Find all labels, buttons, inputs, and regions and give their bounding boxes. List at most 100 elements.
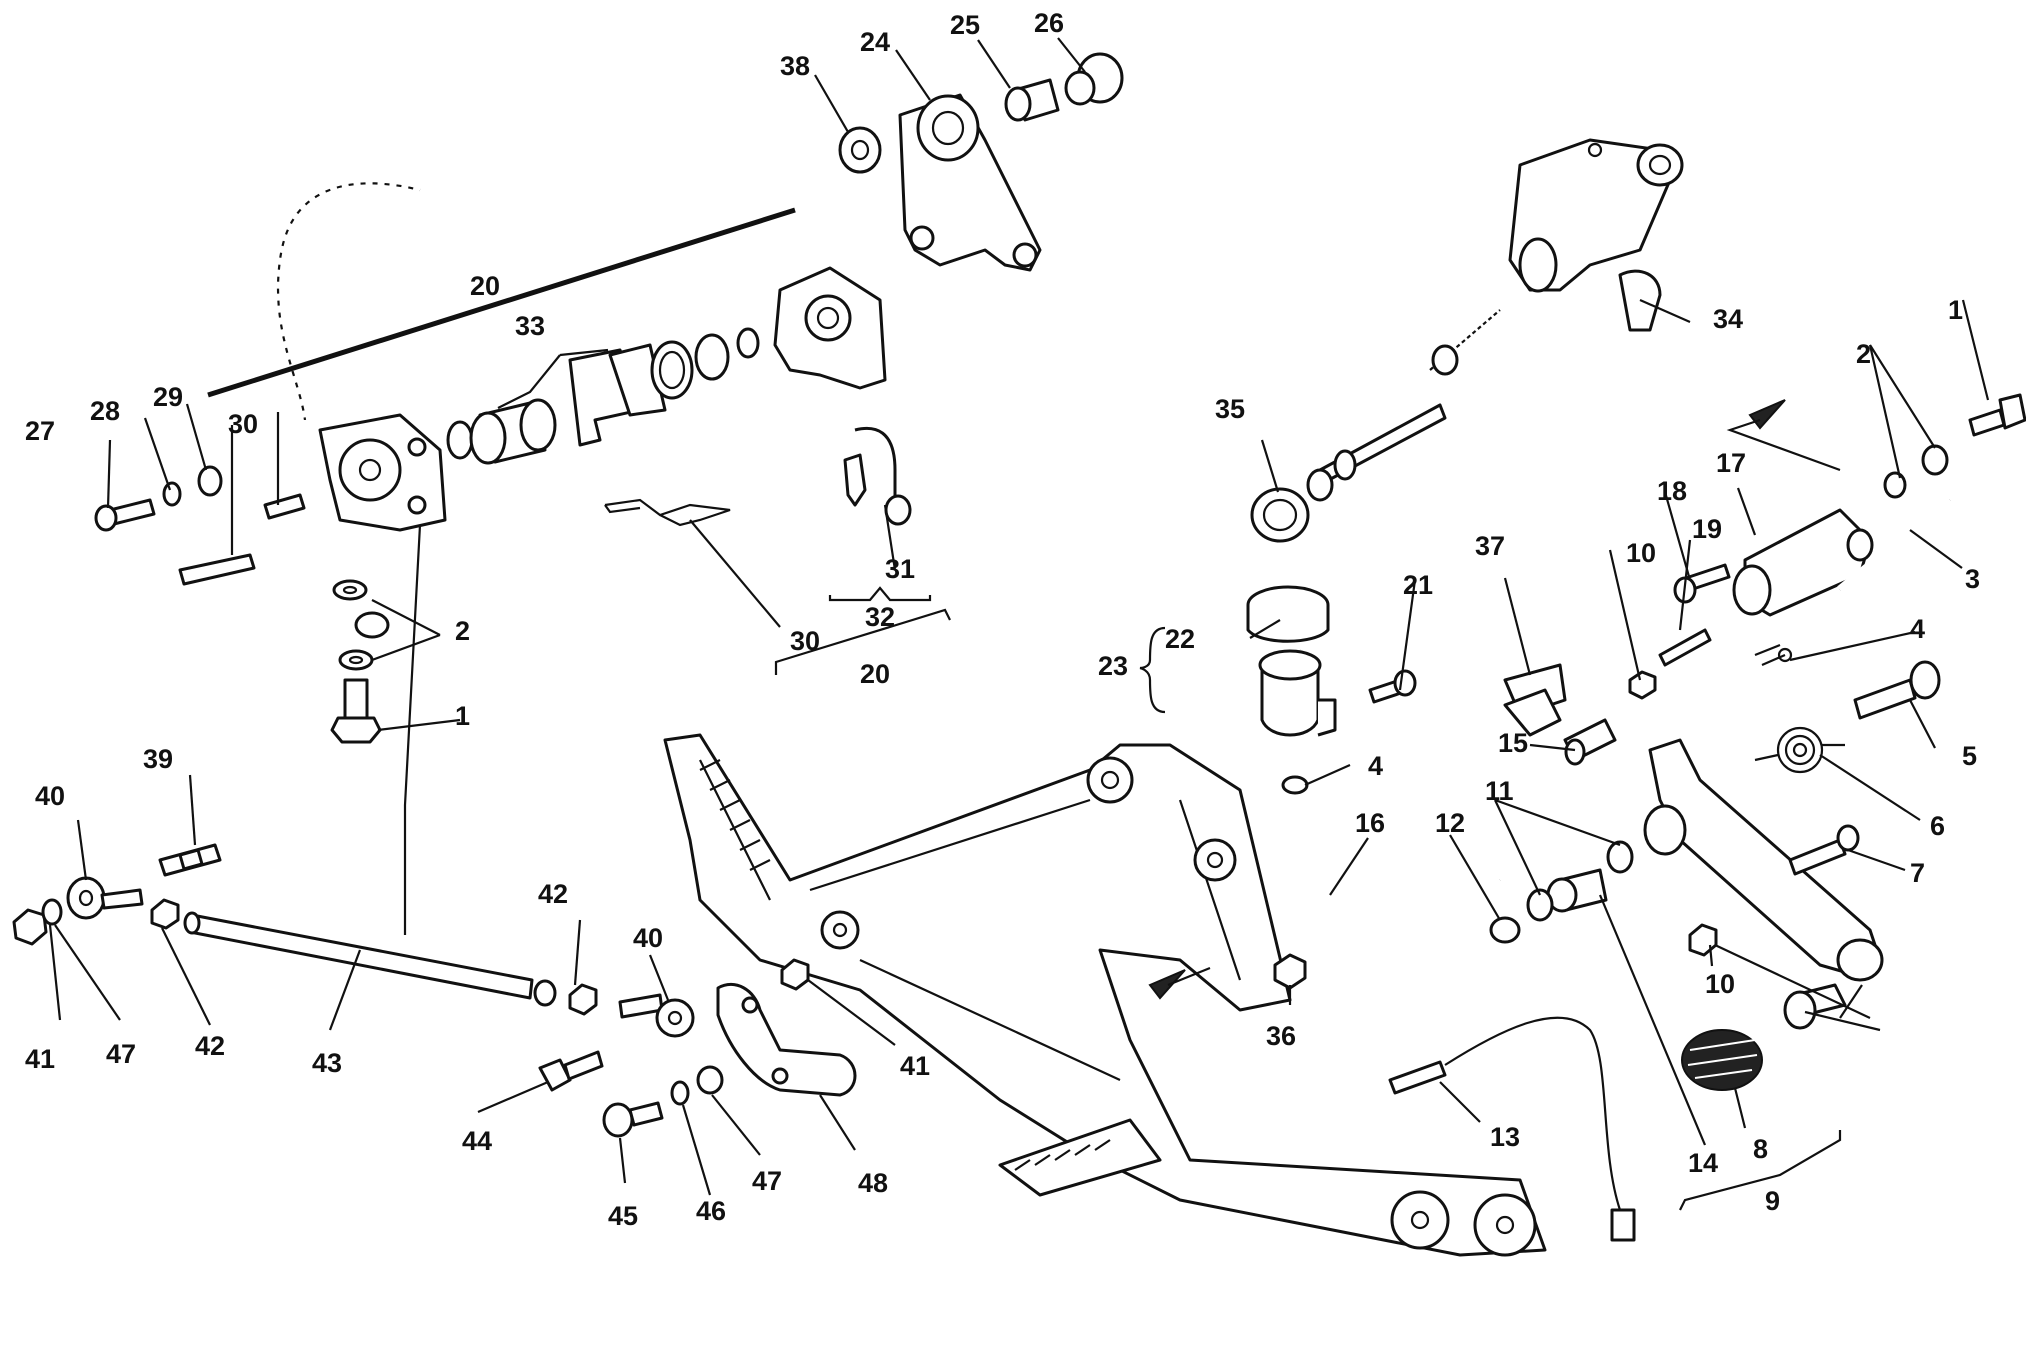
footrest-bracket — [663, 733, 1547, 1257]
callout-label: 14 — [1688, 1148, 1718, 1178]
brake-hose — [268, 174, 1302, 652]
nut-42-left — [150, 898, 180, 930]
callout-label: 40 — [35, 781, 65, 811]
pushrod-19 — [1658, 628, 1712, 667]
callout-label: 10 — [1705, 969, 1735, 999]
washer-28 — [162, 481, 182, 507]
callout-label: 38 — [780, 51, 810, 81]
callout-label: 22 — [1165, 624, 1195, 654]
caliper-carrier — [773, 266, 887, 390]
callout-label: 4 — [1910, 614, 1925, 644]
callout-label: 42 — [195, 1031, 225, 1061]
clamp-4-right — [1754, 643, 1793, 667]
reservoir-cap-22 — [1246, 585, 1330, 643]
callout-label: 41 — [900, 1051, 930, 1081]
callout-label: 5 — [1962, 741, 1977, 771]
brake-light-switch-13 — [1388, 1016, 1636, 1242]
callout-label: 32 — [865, 602, 895, 632]
pad-spring-30 — [604, 498, 731, 527]
washer-29 — [197, 465, 223, 497]
callout-label: 33 — [515, 311, 545, 341]
washer-12 — [1489, 916, 1521, 944]
callout-label: 45 — [608, 1201, 638, 1231]
bolt-44 — [538, 1050, 604, 1092]
callout-label: 20 — [470, 271, 500, 301]
rod-end-40-right — [618, 993, 695, 1038]
piston-and-seals — [446, 398, 557, 465]
boot-35 — [1250, 487, 1310, 543]
callout-label: 16 — [1355, 808, 1385, 838]
group-bracket-9 — [1679, 1130, 1842, 1211]
caliper-pin-30 — [178, 553, 256, 586]
callout-label: 47 — [106, 1039, 136, 1069]
banjo-bolt-1-lower — [330, 678, 382, 744]
callout-label: 36 — [1266, 1021, 1296, 1051]
callout-label: 41 — [25, 1044, 55, 1074]
master-cylinder — [1508, 138, 1684, 293]
callout-label: 30 — [790, 626, 820, 656]
callout-label: 25 — [950, 10, 980, 40]
plate-48 — [716, 982, 857, 1097]
direction-arrow-upper — [1726, 399, 1841, 472]
spacer-25 — [1004, 78, 1060, 122]
callout-label: 1 — [1948, 295, 1963, 325]
nut-10-upper — [1628, 670, 1657, 700]
callout-label: 11 — [1485, 776, 1514, 806]
callout-labels: 1 1 2 2 3 4 4 5 6 7 8 9 10 10 11 12 13 1… — [25, 8, 1980, 1231]
callout-label: 2 — [1856, 339, 1871, 369]
callout-label: 6 — [1930, 811, 1945, 841]
callout-label: 17 — [1716, 448, 1746, 478]
group-bar-20-bottom — [774, 608, 951, 675]
callout-label: 28 — [90, 396, 120, 426]
callout-label: 2 — [455, 616, 470, 646]
screw-27 — [94, 498, 156, 532]
reservoir-23 — [1258, 649, 1337, 737]
callout-label: 10 — [1626, 538, 1656, 568]
clevis-37 — [1503, 663, 1567, 737]
callout-label: 12 — [1435, 808, 1465, 838]
callout-label: 15 — [1498, 728, 1528, 758]
washer-near-rod — [533, 979, 557, 1007]
group-bracket-23 — [1139, 626, 1166, 714]
callout-label: 7 — [1910, 858, 1925, 888]
washer-47-left — [41, 898, 63, 926]
grommet-26 — [1064, 52, 1124, 106]
leader-lines — [48, 37, 1990, 1196]
callout-label: 8 — [1753, 1134, 1768, 1164]
stud-39 — [158, 843, 222, 877]
callout-label: 18 — [1657, 476, 1687, 506]
carrier-seals — [650, 327, 760, 400]
screw-7 — [1788, 824, 1860, 876]
callout-label: 44 — [462, 1126, 492, 1156]
callout-label: 24 — [860, 27, 890, 57]
bushing-14 — [1546, 868, 1608, 913]
callout-label: 47 — [752, 1166, 782, 1196]
callout-label: 29 — [153, 382, 183, 412]
callout-label: 48 — [858, 1168, 888, 1198]
pedal-rubber-8 — [1681, 1029, 1763, 1091]
nut-36 — [1273, 953, 1307, 990]
nut-42-right — [568, 983, 598, 1016]
brake-caliper — [318, 413, 447, 532]
callout-label: 9 — [1765, 1186, 1780, 1216]
callout-label: 13 — [1490, 1122, 1520, 1152]
callout-label: 3 — [1965, 564, 1980, 594]
bracket-24 — [898, 93, 1042, 272]
washer-47-right — [696, 1065, 724, 1095]
clevis-pin-15 — [1563, 718, 1617, 766]
callout-label: 35 — [1215, 394, 1245, 424]
callout-label: 40 — [633, 923, 663, 953]
group-bracket-32 — [828, 586, 932, 602]
callout-label: 21 — [1403, 570, 1433, 600]
pivot-bolt-5 — [1853, 660, 1941, 720]
callout-label: 27 — [25, 416, 55, 446]
pushrod-and-spring — [1306, 309, 1501, 502]
callout-label: 30 — [228, 409, 258, 439]
callout-label: 26 — [1034, 8, 1064, 38]
bleeder-31 — [843, 426, 912, 526]
rod-end-40-left — [66, 876, 144, 920]
callout-label: 37 — [1475, 531, 1505, 561]
callout-label: 46 — [696, 1196, 726, 1226]
callout-label: 19 — [1692, 514, 1722, 544]
